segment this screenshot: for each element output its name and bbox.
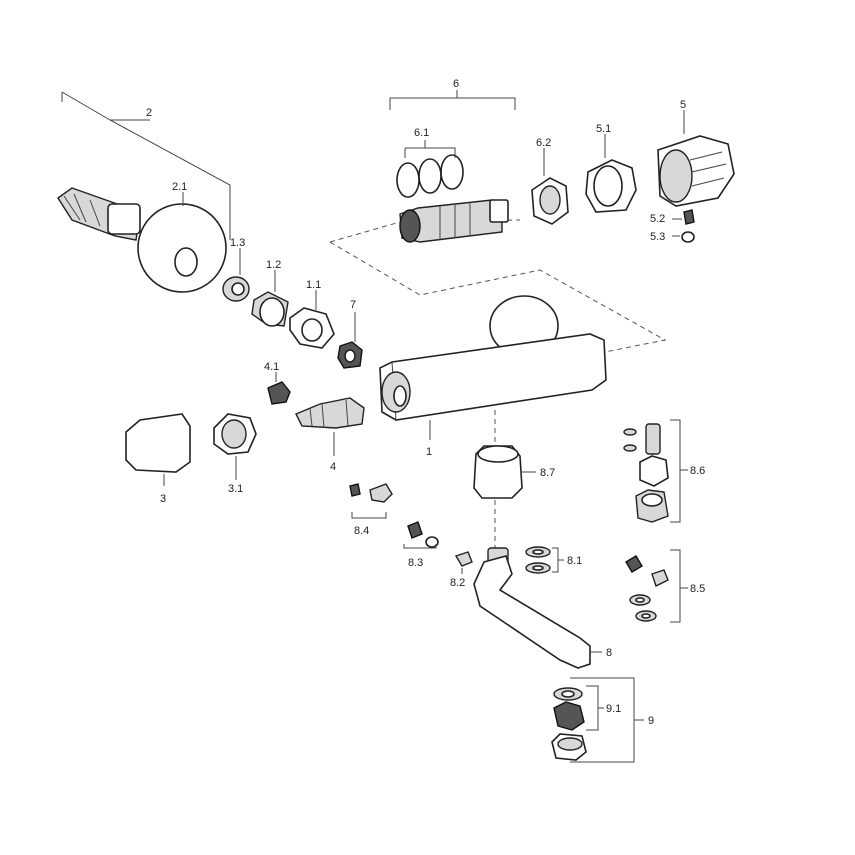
part-8-3-screw-washer [403, 521, 439, 549]
label-1-2: 1.2 [266, 259, 281, 271]
label-4-1: 4.1 [264, 361, 279, 373]
part-8-5-group [625, 549, 688, 623]
part-8-4-screw-clip [349, 483, 393, 519]
label-8-6: 8.6 [690, 465, 705, 477]
label-6-1: 6.1 [414, 127, 429, 139]
part-8-spout [473, 547, 602, 669]
label-8-3: 8.3 [408, 557, 423, 569]
label-8-7: 8.7 [540, 467, 555, 479]
label-5: 5 [680, 99, 686, 111]
part-8-1-washers [525, 546, 564, 574]
part-labels: 1 1.1 1.2 1.3 2 2.1 3 3.1 4 4.1 5 5.1 5.… [146, 78, 705, 727]
label-3-1: 3.1 [228, 483, 243, 495]
label-1-3: 1.3 [230, 237, 245, 249]
label-4: 4 [330, 461, 336, 473]
part-1-3-ring [222, 248, 250, 302]
label-2: 2 [146, 107, 152, 119]
part-6-2-nut [531, 148, 569, 225]
label-8-4: 8.4 [354, 525, 369, 537]
part-1-mixer-body [379, 295, 607, 440]
part-5-handle [657, 110, 735, 207]
part-7-insert [337, 312, 363, 369]
label-8-1: 8.1 [567, 555, 582, 567]
label-2-1: 2.1 [172, 181, 187, 193]
part-4-1-check-valve [267, 372, 291, 405]
label-9-1: 9.1 [606, 703, 621, 715]
part-6-1-o-rings [396, 154, 464, 198]
part-6-cartridge-group [389, 90, 516, 158]
label-5-2: 5.2 [650, 213, 665, 225]
label-8-5: 8.5 [690, 583, 705, 595]
part-2-1-rosette [137, 192, 227, 293]
label-9: 9 [648, 715, 654, 727]
part-8-7-flow-regulator [473, 445, 536, 499]
part-3-cap [125, 413, 191, 486]
part-9-aerator-group [551, 677, 644, 763]
label-3: 3 [160, 493, 166, 505]
part-3-1-threaded-ring [213, 413, 257, 480]
part-1-2-sleeve [251, 270, 289, 327]
part-1-1-nut [289, 290, 335, 349]
label-1-1: 1.1 [306, 279, 321, 291]
part-2-valve-connector [57, 91, 231, 241]
part-8-2-clip [454, 551, 473, 574]
label-7: 7 [350, 299, 356, 311]
label-1: 1 [426, 446, 432, 458]
part-4-valve-insert [295, 397, 365, 456]
part-5-1-sleeve [585, 134, 637, 213]
part-5-3-washer [672, 231, 695, 243]
label-6-2: 6.2 [536, 137, 551, 149]
label-5-3: 5.3 [650, 231, 665, 243]
part-5-2-screw [672, 209, 695, 225]
label-8-2: 8.2 [450, 577, 465, 589]
part-8-6-group [623, 419, 688, 523]
label-5-1: 5.1 [596, 123, 611, 135]
part-6-cartridge-body [399, 199, 509, 243]
label-6: 6 [453, 78, 459, 90]
label-8: 8 [606, 647, 612, 659]
